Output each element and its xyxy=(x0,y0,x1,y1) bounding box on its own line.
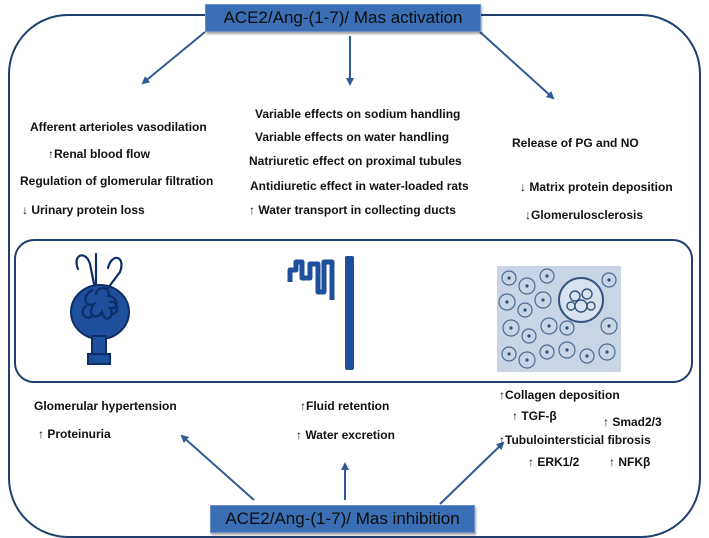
inhibition-smad: ↑ Smad2/3 xyxy=(603,415,662,429)
activation-left-3: Regulation of glomerular filtration xyxy=(20,174,214,188)
inhibition-collagen: ↑Collagen deposition xyxy=(499,388,620,402)
inhibition-fibrosis: ↑Tubulointersticial fibrosis xyxy=(499,433,651,447)
activation-middle-5: ↑ Water transport in collecting ducts xyxy=(249,203,456,217)
activation-right-2: ↓ Matrix protein deposition xyxy=(520,180,673,194)
activation-right-1: Release of PG and NO xyxy=(512,136,639,150)
activation-middle-3: Natriuretic effect on proximal tubules xyxy=(249,154,462,168)
nephron-tubule-icon xyxy=(287,256,354,370)
activation-middle-1: Variable effects on sodium handling xyxy=(255,107,461,121)
activation-left-4: ↓ Urinary protein loss xyxy=(22,203,145,217)
inhibition-middle-2: ↑ Water excretion xyxy=(296,428,395,442)
activation-label: ACE2/Ang-(1-7)/ Mas activation xyxy=(205,4,481,32)
inhibition-erk: ↑ ERK1/2 xyxy=(528,455,580,469)
glomerulus-icon xyxy=(70,252,130,365)
inhibition-left-2: ↑ Proteinuria xyxy=(38,427,111,441)
inhibition-label: ACE2/Ang-(1-7)/ Mas inhibition xyxy=(210,505,475,533)
arrow-bottom-right xyxy=(439,441,505,505)
activation-middle-2: Variable effects on water handling xyxy=(255,130,450,144)
inhibition-tgf: ↑ TGF-β xyxy=(512,409,557,423)
arrow-top-left xyxy=(141,31,206,85)
inhibition-middle-1: ↑Fluid retention xyxy=(300,399,390,413)
inhibition-nfkb: ↑ NFKβ xyxy=(609,455,651,469)
arrow-top-right xyxy=(479,31,555,100)
activation-left-2: ↑Renal blood flow xyxy=(48,147,150,161)
kidney-histology-image xyxy=(497,266,621,372)
arrow-bottom-left xyxy=(180,434,255,501)
activation-middle-4: Antidiuretic effect in water-loaded rats xyxy=(250,179,469,193)
inhibition-left-1: Glomerular hypertension xyxy=(34,399,177,413)
activation-left-1: Afferent arterioles vasodilation xyxy=(30,120,207,134)
activation-right-3: ↓Glomerulosclerosis xyxy=(525,208,644,222)
